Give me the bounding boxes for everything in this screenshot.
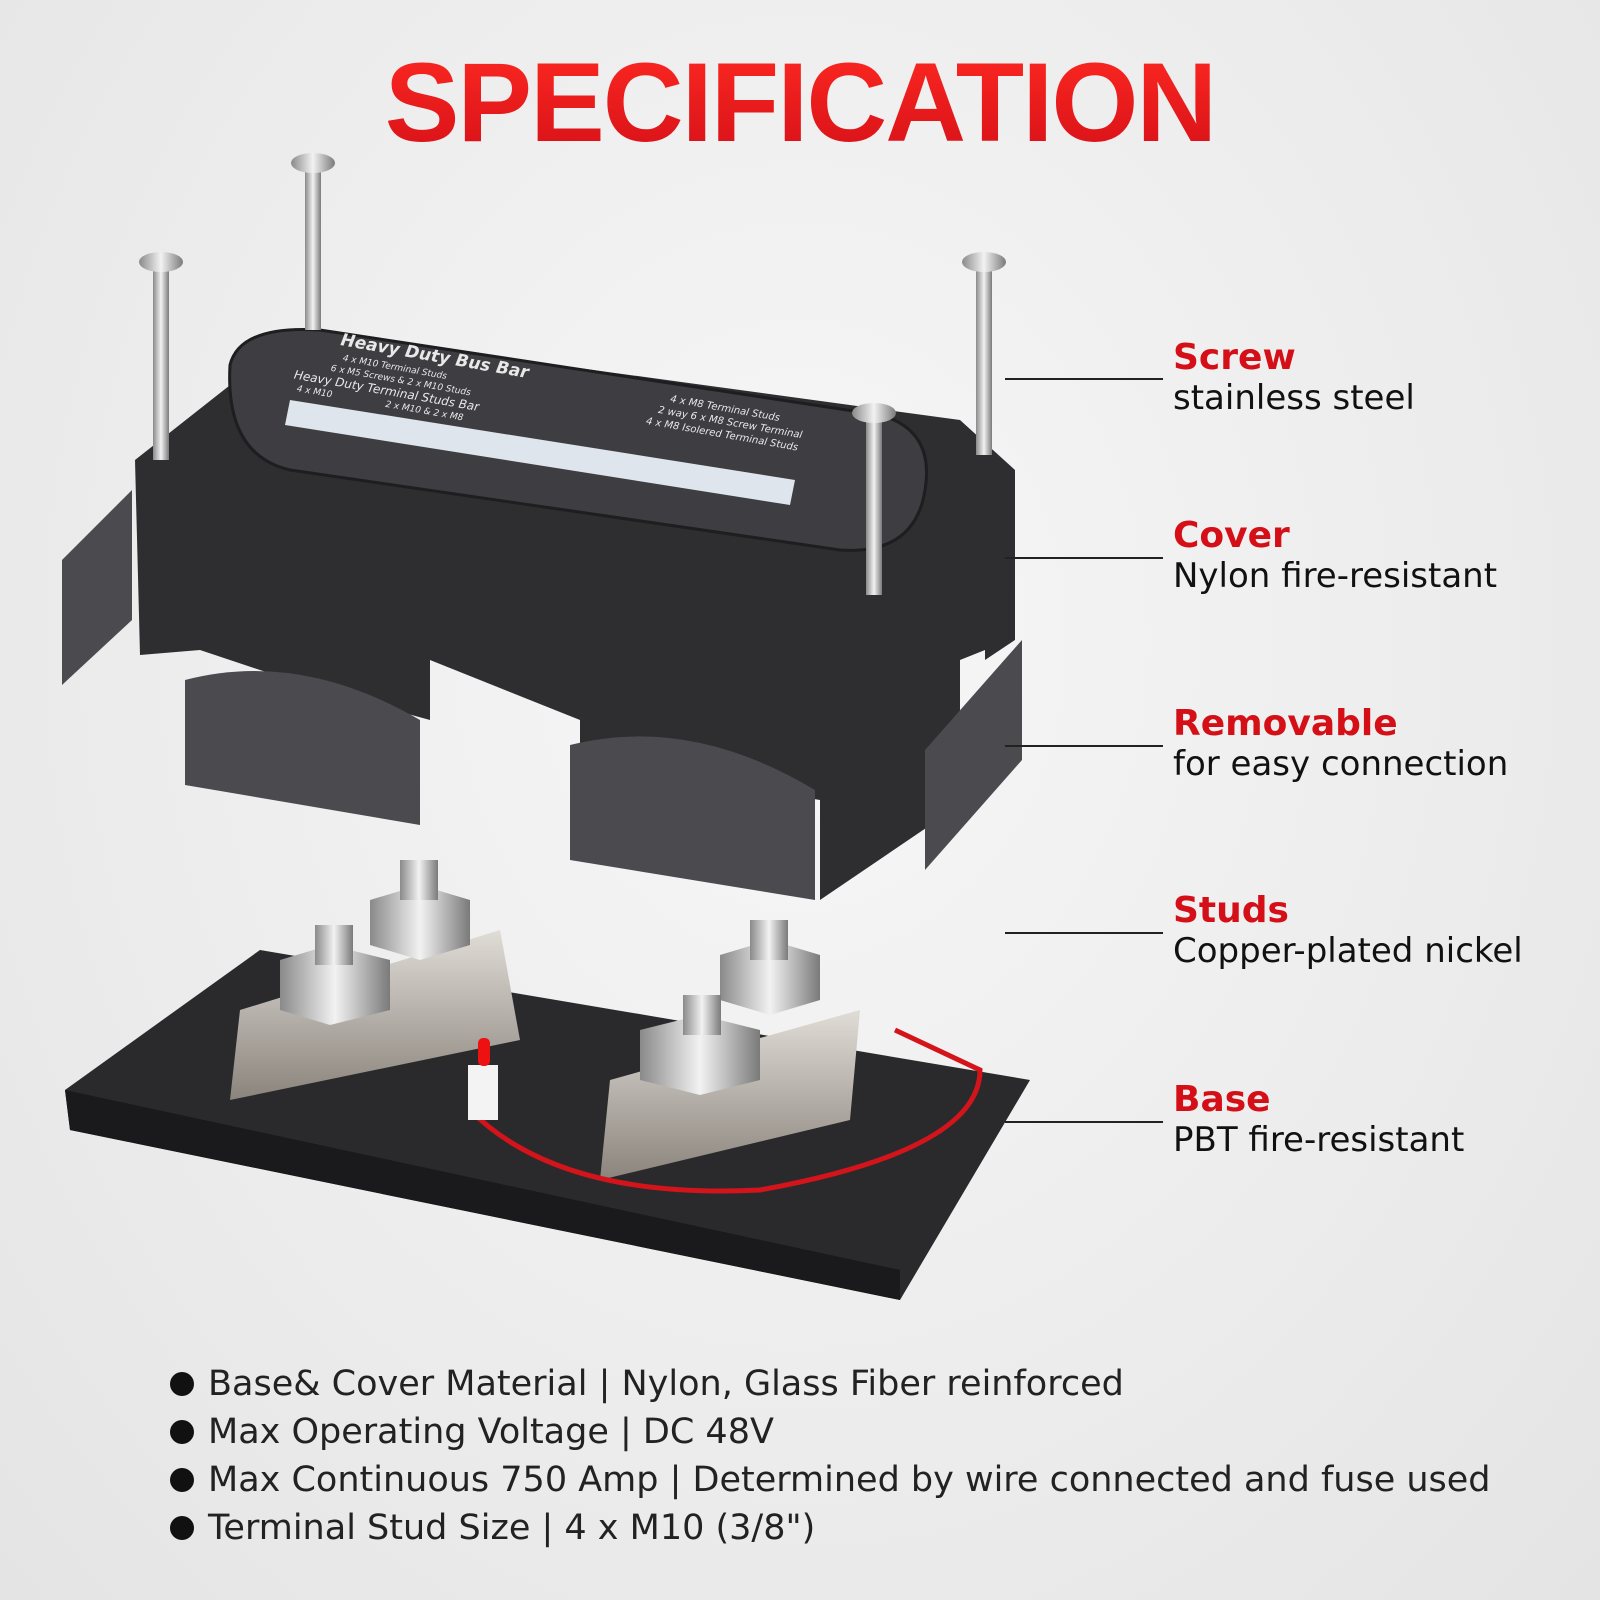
spec-item: Max Continuous 750 Amp | Determined by w… [170, 1456, 1491, 1504]
callout-screw: Screw stainless steel [1173, 337, 1415, 419]
callout-line-base [1005, 1121, 1163, 1123]
removable-panels [62, 490, 1022, 900]
spec-item: Base& Cover Material | Nylon, Glass Fibe… [170, 1360, 1491, 1408]
bullet-icon [170, 1468, 194, 1492]
screws [139, 153, 1006, 595]
cover: Heavy Duty Bus Bar 4 x M10 Terminal Stud… [135, 327, 1015, 900]
cover-label: Heavy Duty Bus Bar 4 x M10 Terminal Stud… [293, 330, 532, 423]
callout-studs: Studs Copper-plated nickel [1173, 890, 1523, 972]
studs [280, 860, 820, 1095]
bullet-icon [170, 1420, 194, 1444]
bullet-icon [170, 1372, 194, 1396]
base [65, 930, 1030, 1300]
page-title: SPECIFICATION [0, 38, 1600, 167]
callout-cover: Cover Nylon fire-resistant [1173, 515, 1498, 597]
callout-line-cover [1005, 557, 1163, 559]
spec-item: Terminal Stud Size | 4 x M10 (3/8") [170, 1504, 1491, 1552]
spec-list: Base& Cover Material | Nylon, Glass Fibe… [170, 1360, 1491, 1552]
callout-line-studs [1005, 932, 1163, 934]
callout-base: Base PBT fire-resistant [1173, 1079, 1465, 1161]
callout-removable: Removable for easy connection [1173, 703, 1509, 785]
callout-line-screw [1005, 378, 1163, 380]
callout-line-removable [1005, 745, 1163, 747]
bullet-icon [170, 1516, 194, 1540]
spec-item: Max Operating Voltage | DC 48V [170, 1408, 1491, 1456]
